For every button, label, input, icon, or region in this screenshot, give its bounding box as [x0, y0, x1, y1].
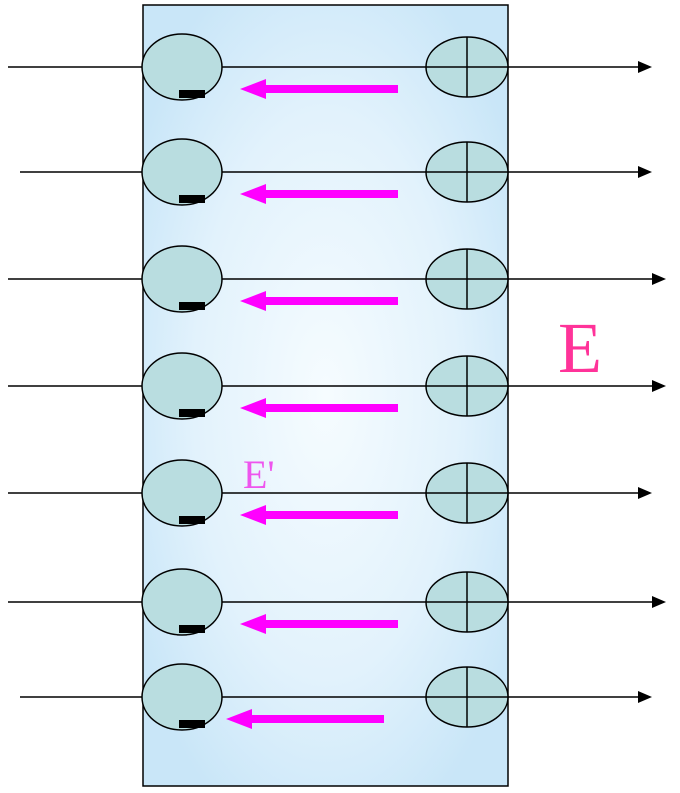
- minus-sign-icon: [179, 720, 205, 728]
- external-field-label: E: [558, 308, 602, 388]
- rows-layer: [8, 33, 666, 731]
- induced-arrowhead: [240, 614, 266, 634]
- negative-charge: [141, 138, 223, 206]
- negative-charge: [141, 459, 223, 527]
- negative-charge: [141, 33, 223, 101]
- field-arrowhead: [638, 166, 652, 178]
- row-6: [8, 568, 666, 636]
- negative-charge: [141, 352, 223, 420]
- row-3: [8, 245, 666, 313]
- induced-arrowhead: [240, 79, 266, 99]
- minus-sign-icon: [179, 409, 205, 417]
- induced-arrowhead: [240, 184, 266, 204]
- minus-sign-icon: [179, 195, 205, 203]
- field-arrowhead: [652, 380, 666, 392]
- minus-sign-icon: [179, 625, 205, 633]
- induced-arrowhead: [226, 709, 252, 729]
- minus-sign-icon: [179, 516, 205, 524]
- minus-sign-icon: [179, 90, 205, 98]
- field-arrowhead: [638, 61, 652, 73]
- field-arrowhead: [652, 596, 666, 608]
- field-arrowhead: [638, 691, 652, 703]
- row-7: [20, 663, 652, 731]
- induced-arrowhead: [240, 398, 266, 418]
- row-2: [20, 138, 652, 206]
- negative-charge: [141, 245, 223, 313]
- induced-arrowhead: [240, 291, 266, 311]
- field-arrowhead: [652, 273, 666, 285]
- row-1: [8, 33, 652, 101]
- field-arrowhead: [638, 487, 652, 499]
- induced-arrowhead: [240, 505, 266, 525]
- row-4: [8, 352, 666, 420]
- negative-charge: [141, 663, 223, 731]
- minus-sign-icon: [179, 302, 205, 310]
- induced-field-label: E': [243, 452, 275, 497]
- row-5: [8, 459, 652, 527]
- negative-charge: [141, 568, 223, 636]
